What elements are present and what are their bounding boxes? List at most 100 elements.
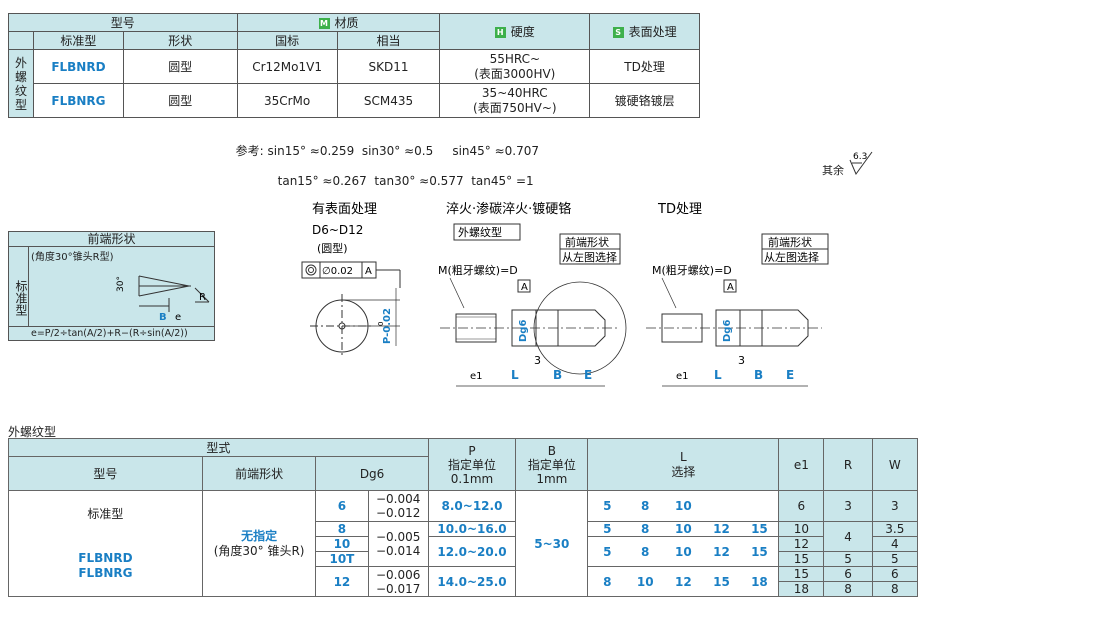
l-cell: 10 — [664, 521, 703, 537]
l-cell — [702, 490, 741, 522]
svg-text:3: 3 — [738, 354, 745, 367]
roughness-note: 其余 — [822, 164, 844, 177]
svg-text:L: L — [511, 368, 519, 382]
tip-cell: 无指定(角度30° 锥头R) — [201, 490, 317, 597]
table-row: 12 −0.006−0.017 14.0~25.0 8 10 12 15 18 … — [9, 566, 919, 597]
e1-cell: 6 — [778, 490, 825, 522]
drawing3-title: TD处理 — [657, 202, 702, 217]
material-badge: M — [318, 18, 330, 29]
surface-cell: 镀硬铬镀层 — [589, 83, 700, 118]
drawing1-title: 有表面处理 — [312, 202, 377, 217]
p-cell: 8.0~12.0 — [427, 490, 517, 522]
svg-text:R: R — [199, 292, 206, 303]
table-row: 标准型 无指定(角度30° 锥头R) 6 −0.004−0.012 8.0~12… — [8, 490, 919, 597]
svg-text:0: 0 — [377, 322, 385, 326]
w-cell: 5 — [871, 551, 919, 567]
type-header: 型式 — [8, 438, 429, 457]
equiv-cell: SCM435 — [336, 83, 441, 118]
svg-text:Dg6: Dg6 — [518, 320, 529, 342]
svg-text:e1: e1 — [676, 371, 689, 382]
l-cell — [740, 490, 780, 522]
l-cell: 15 — [702, 566, 741, 597]
drawing1-p: P-0.02 — [382, 308, 393, 344]
drawing1-tolerance: ∅0.02 — [322, 266, 353, 277]
surface-badge: S — [612, 27, 624, 38]
r-cell: 4 — [823, 521, 873, 552]
code-cell: FLBNRD — [32, 49, 124, 84]
e1-cell: 10 — [778, 521, 825, 537]
l-cell: 15 — [740, 521, 780, 537]
drawing2-title: 淬火·渗碳淬火·镀硬铬 — [446, 201, 571, 217]
l-cell: 5 — [587, 521, 627, 537]
l-cell: 10 — [664, 490, 703, 522]
side-label: 外螺纹型 — [8, 49, 34, 118]
r-header: R — [823, 438, 873, 491]
l-cell: 5 — [587, 536, 627, 567]
e1-cell: 12 — [778, 536, 825, 552]
l-cell: 12 — [702, 521, 741, 537]
d-cell: 10T — [315, 551, 369, 567]
d-header: Dg6 — [315, 456, 429, 491]
table-row: 外螺纹型 FLBNRD 圆型 Cr12Mo1V1 SKD11 55HRC~(表面… — [8, 49, 700, 118]
model-header: 型号 — [8, 456, 203, 491]
drawing1-datum: A — [365, 266, 372, 277]
r-cell: 8 — [823, 581, 873, 597]
e1-cell: 15 — [778, 566, 825, 582]
svg-text:30°: 30° — [116, 276, 126, 292]
std-cell: 标准型 — [8, 490, 203, 537]
svg-text:从左图选择: 从左图选择 — [562, 250, 617, 264]
l-cell: 15 — [740, 536, 780, 567]
svg-text:B: B — [159, 312, 167, 323]
tip-shape-title: 前端形状 — [9, 232, 214, 247]
l-cell: 8 — [626, 536, 665, 567]
table-row: FLBNRG 圆型 35CrMo SCM435 35~40HRC(表面750HV… — [9, 83, 700, 118]
tip-header: 前端形状 — [201, 456, 317, 491]
hardness-cell: 55HRC~(表面3000HV) — [439, 49, 591, 84]
gb-cell: Cr12Mo1V1 — [236, 49, 338, 84]
surface-cell: TD处理 — [589, 49, 700, 84]
svg-text:3: 3 — [534, 354, 541, 367]
e1-cell: 15 — [778, 551, 825, 567]
tol-cell: −0.004−0.012 — [367, 490, 429, 522]
l-cell: 8 — [626, 521, 665, 537]
roughness-value: 6.3 — [853, 152, 867, 162]
svg-text:从左图选择: 从左图选择 — [764, 250, 819, 264]
hardness-badge: H — [494, 27, 506, 38]
roughness-symbol: 6.3 — [849, 151, 873, 176]
w-cell: 4 — [871, 536, 919, 552]
table-row: 10T 15 5 5 — [9, 551, 919, 567]
l-cell: 10 — [626, 566, 665, 597]
p-cell: 12.0~20.0 — [427, 536, 517, 567]
p-cell: 14.0~25.0 — [427, 566, 517, 597]
svg-text:e: e — [175, 312, 181, 323]
tol-cell: −0.005−0.014 — [367, 521, 429, 567]
e1-header: e1 — [778, 438, 825, 491]
tip-shape-diagram: 30° R B e — [116, 275, 210, 323]
equiv-cell: SKD11 — [336, 49, 441, 84]
gb-cell: 35CrMo — [236, 83, 338, 118]
w-header: W — [871, 438, 919, 491]
svg-text:E: E — [786, 368, 794, 382]
d-cell: 10 — [315, 536, 369, 552]
section-title: 外螺纹型 — [8, 425, 57, 439]
reference-note: 参考: sin15° ≈0.259 sin30° ≈0.5 sin45° ≈0.… — [235, 144, 539, 188]
l-cell: 10 — [664, 536, 703, 567]
b-cell: 5~30 — [515, 490, 589, 597]
l-cell: 8 — [587, 566, 627, 597]
tip-shape-box: 前端形状 标准型 (角度30°锥头R型) 30° R B e e=P/2÷tan… — [8, 231, 215, 341]
equiv-header: 相当 — [336, 31, 441, 50]
w-cell: 6 — [871, 566, 919, 582]
svg-text:Dg6: Dg6 — [722, 320, 733, 342]
svg-text:B: B — [754, 368, 763, 382]
d-cell: 8 — [315, 521, 369, 537]
l-cell: 18 — [740, 566, 780, 597]
